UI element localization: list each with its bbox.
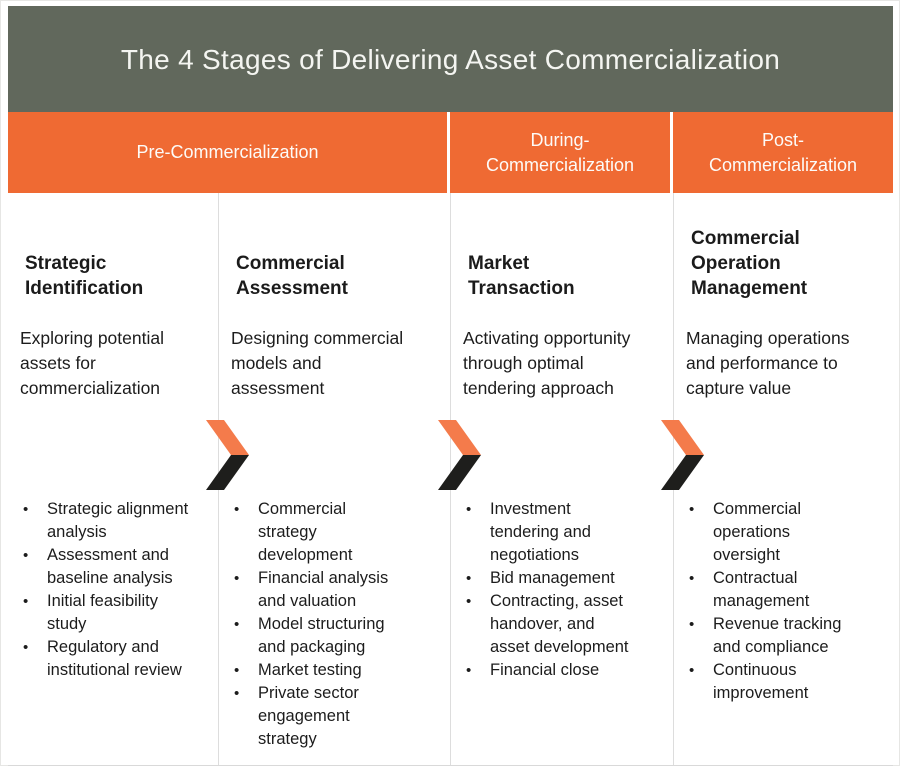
list-item: • Bid management: [463, 567, 671, 590]
list-item: • Financial analysis and valuation: [231, 567, 448, 613]
list-item-text: Strategic alignment analysis: [47, 500, 189, 541]
list-item-text: Contractual management: [713, 569, 810, 610]
list-item: • Market testing: [231, 659, 448, 682]
stage-description: Activating opportunity through optimal t…: [463, 328, 631, 398]
bullet-icon: •: [466, 593, 472, 610]
bullet-icon: •: [466, 662, 472, 679]
list-item-text: Initial feasibility study: [47, 592, 158, 633]
bullet-icon: •: [23, 639, 29, 656]
stage-title: Commercial Assessment: [236, 253, 348, 299]
stage-bullet-list: • Investment tendering and negotiations …: [463, 498, 671, 682]
bullet-icon: •: [689, 501, 695, 518]
stage-bullet-list: • Commercial operations oversight • Cont…: [686, 498, 891, 705]
bullet-icon: •: [234, 616, 240, 633]
phase-pre-commercialization: Pre-Commercialization: [8, 112, 450, 193]
list-item-text: Contracting, asset handover, and asset d…: [490, 592, 629, 656]
bullet-icon: •: [23, 547, 29, 564]
bullet-icon: •: [234, 570, 240, 587]
bullet-icon: •: [466, 501, 472, 518]
bullet-icon: •: [23, 593, 29, 610]
list-item: • Regulatory and institutional review: [20, 636, 216, 682]
list-item-text: Model structuring and packaging: [258, 615, 385, 656]
phase-post-commercialization: Post- Commercialization: [673, 112, 893, 193]
bullet-icon: •: [466, 570, 472, 587]
bullet-icon: •: [23, 501, 29, 518]
header-banner: The 4 Stages of Delivering Asset Commerc…: [8, 6, 893, 112]
bullet-icon: •: [689, 662, 695, 679]
stage-arrow-icon: [661, 420, 704, 490]
list-item: • Revenue tracking and compliance: [686, 613, 891, 659]
list-item: • Investment tendering and negotiations: [463, 498, 671, 567]
stage-arrow-icon: [438, 420, 481, 490]
list-item-text: Market testing: [258, 661, 362, 679]
stages-body: Strategic Identification Exploring poten…: [8, 193, 893, 766]
stage-description: Designing commercial models and assessme…: [231, 328, 404, 398]
stage-bullet-list: • Strategic alignment analysis • Assessm…: [20, 498, 216, 682]
stage-title: Commercial Operation Management: [691, 228, 808, 299]
list-item-text: Bid management: [490, 569, 615, 587]
list-item-text: Financial analysis and valuation: [258, 569, 389, 610]
list-item: • Contractual management: [686, 567, 891, 613]
list-item: • Model structuring and packaging: [231, 613, 448, 659]
list-item-text: Commercial strategy development: [258, 500, 353, 564]
bullet-icon: •: [234, 685, 240, 702]
stage-title: Market Transaction: [468, 253, 575, 299]
phase-row: Pre-Commercialization During- Commercial…: [8, 112, 893, 193]
stage-column-commercial-operation-management: Commercial Operation Management Managing…: [674, 193, 893, 765]
bullet-icon: •: [234, 662, 240, 679]
stage-column-commercial-assessment: Commercial Assessment Designing commerci…: [219, 193, 451, 765]
list-item: • Initial feasibility study: [20, 590, 216, 636]
list-item: • Commercial strategy development: [231, 498, 448, 567]
bullet-icon: •: [689, 570, 695, 587]
page-title: The 4 Stages of Delivering Asset Commerc…: [120, 44, 781, 75]
stage-arrow-icon: [206, 420, 249, 490]
bullet-icon: •: [234, 501, 240, 518]
list-item: • Financial close: [463, 659, 671, 682]
list-item: • Assessment and baseline analysis: [20, 544, 216, 590]
list-item-text: Regulatory and institutional review: [47, 638, 182, 679]
list-item-text: Investment tendering and negotiations: [490, 500, 591, 564]
list-item-text: Continuous improvement: [713, 661, 809, 702]
stage-column-strategic-identification: Strategic Identification Exploring poten…: [8, 193, 219, 765]
list-item: • Continuous improvement: [686, 659, 891, 705]
stage-title: Strategic Identification: [25, 253, 144, 299]
stage-description: Managing operations and performance to c…: [686, 328, 850, 398]
list-item: • Strategic alignment analysis: [20, 498, 216, 544]
list-item-text: Commercial operations oversight: [713, 500, 802, 564]
bullet-icon: •: [689, 616, 695, 633]
stage-bullet-list: • Commercial strategy development • Fina…: [231, 498, 448, 751]
list-item: • Commercial operations oversight: [686, 498, 891, 567]
list-item-text: Financial close: [490, 661, 600, 679]
stage-description: Exploring potential assets for commercia…: [20, 328, 164, 398]
list-item-text: Assessment and baseline analysis: [47, 546, 173, 587]
list-item-text: Revenue tracking and compliance: [713, 615, 842, 656]
list-item: • Private sector engagement strategy: [231, 682, 448, 751]
list-item-text: Private sector engagement strategy: [258, 684, 359, 748]
list-item: • Contracting, asset handover, and asset…: [463, 590, 671, 659]
infographic: The 4 Stages of Delivering Asset Commerc…: [8, 6, 893, 766]
stage-column-market-transaction: Market Transaction Activating opportunit…: [451, 193, 674, 765]
phase-during-commercialization: During- Commercialization: [450, 112, 673, 193]
